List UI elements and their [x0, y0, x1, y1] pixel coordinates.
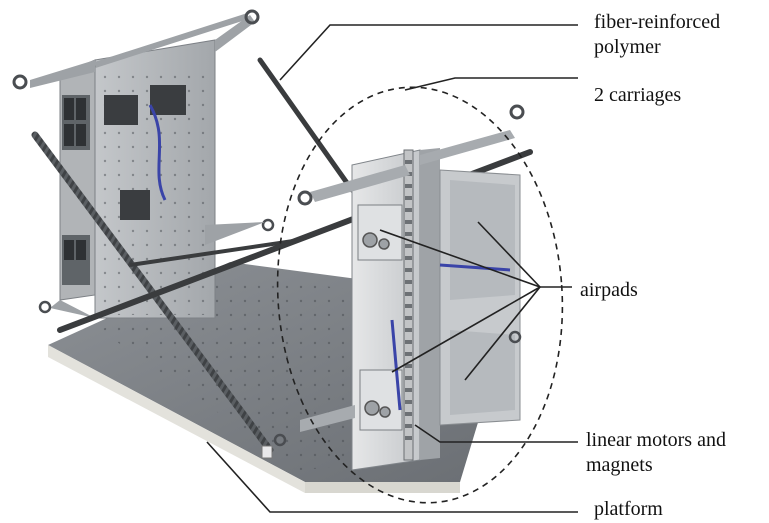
leader-airpad-1	[379, 229, 541, 288]
label-fiber-line-1: fiber-reinforced	[594, 11, 721, 33]
leader-airpad-3	[391, 286, 541, 373]
carriages-ellipse	[276, 86, 564, 504]
label-motors-line-2: magnets	[586, 454, 653, 476]
label-platform: platform	[594, 498, 663, 520]
label-airpads: airpads	[580, 279, 638, 301]
label-fiber-line-2: polymer	[594, 36, 661, 58]
label-motors-line-1: linear motors and	[586, 429, 726, 451]
label-carriages: 2 carriages	[594, 84, 682, 106]
leader-lines	[206, 24, 578, 513]
leader-carriages	[404, 77, 578, 91]
label-linear-motors: linear motors and magnets	[586, 428, 726, 478]
label-fiber-reinforced: fiber-reinforced polymer	[594, 10, 720, 60]
leader-airpad-4	[464, 286, 541, 381]
leader-fiber	[279, 24, 578, 81]
leader-platform	[206, 441, 578, 513]
rear-frame	[12, 9, 275, 319]
leader-motors	[414, 424, 578, 443]
front-carriages	[273, 104, 525, 471]
leader-airpad-2	[477, 221, 541, 288]
